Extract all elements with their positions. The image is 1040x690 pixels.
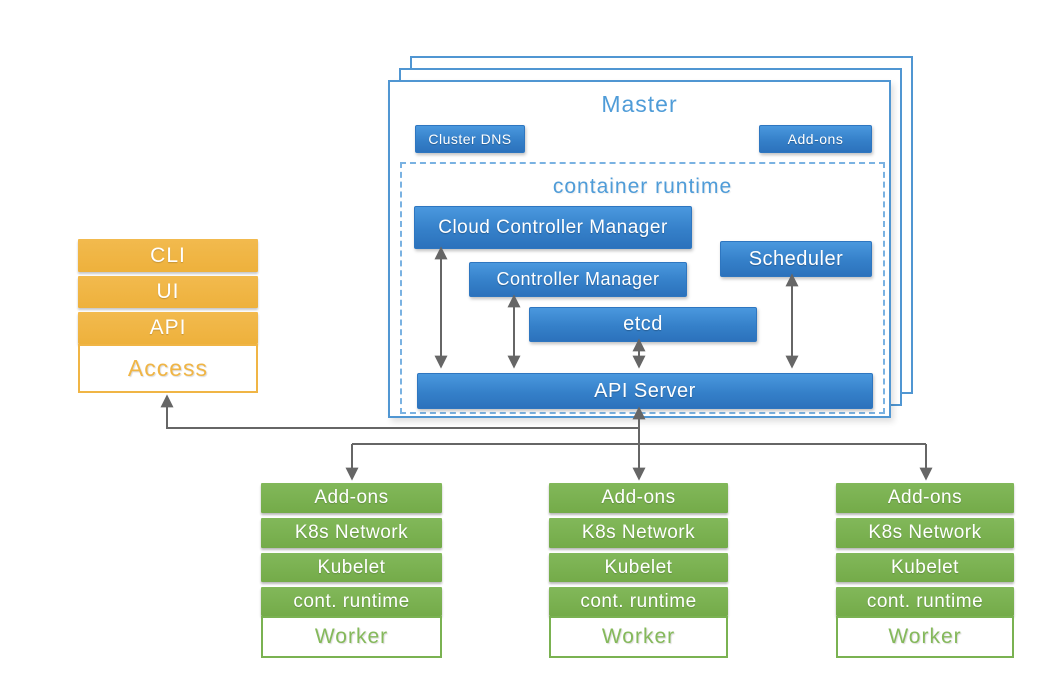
kubelet-box: Kubelet [261,553,442,582]
cont-runtime-box: cont. runtime [261,587,442,616]
access-stack: CLI UI API Access [78,239,258,393]
api-box: API [78,312,258,344]
worker-node-2: Add-ons K8s Network Kubelet cont. runtim… [549,483,728,658]
kubelet-box: Kubelet [549,553,728,582]
worker-addons-box: Add-ons [261,483,442,513]
cont-runtime-box: cont. runtime [836,587,1014,616]
k8s-network-box: K8s Network [549,518,728,548]
container-runtime-title: container runtime [552,175,733,198]
master-title: Master [601,91,678,117]
api-server-box: API Server [417,373,873,409]
worker-label-box: Worker [549,616,728,658]
scheduler-box: Scheduler [720,241,872,277]
master-addons-box: Add-ons [759,125,872,153]
container-runtime-group: container runtime Cloud Controller Manag… [400,162,885,414]
cli-box: CLI [78,239,258,272]
worker-addons-box: Add-ons [549,483,728,513]
master-node: Master Cluster DNS Add-ons container run… [388,80,891,418]
worker-label-box: Worker [836,616,1014,658]
kubelet-box: Kubelet [836,553,1014,582]
k8s-network-box: K8s Network [836,518,1014,548]
controller-manager-box: Controller Manager [469,262,687,297]
cont-runtime-box: cont. runtime [549,587,728,616]
cloud-controller-manager-box: Cloud Controller Manager [414,206,692,249]
worker-addons-box: Add-ons [836,483,1014,513]
worker-node-1: Add-ons K8s Network Kubelet cont. runtim… [261,483,442,658]
etcd-box: etcd [529,307,757,342]
ui-box: UI [78,276,258,308]
k8s-network-box: K8s Network [261,518,442,548]
cluster-dns-box: Cluster DNS [415,125,525,153]
worker-label-box: Worker [261,616,442,658]
access-label-box: Access [78,344,258,393]
worker-node-3: Add-ons K8s Network Kubelet cont. runtim… [836,483,1014,658]
